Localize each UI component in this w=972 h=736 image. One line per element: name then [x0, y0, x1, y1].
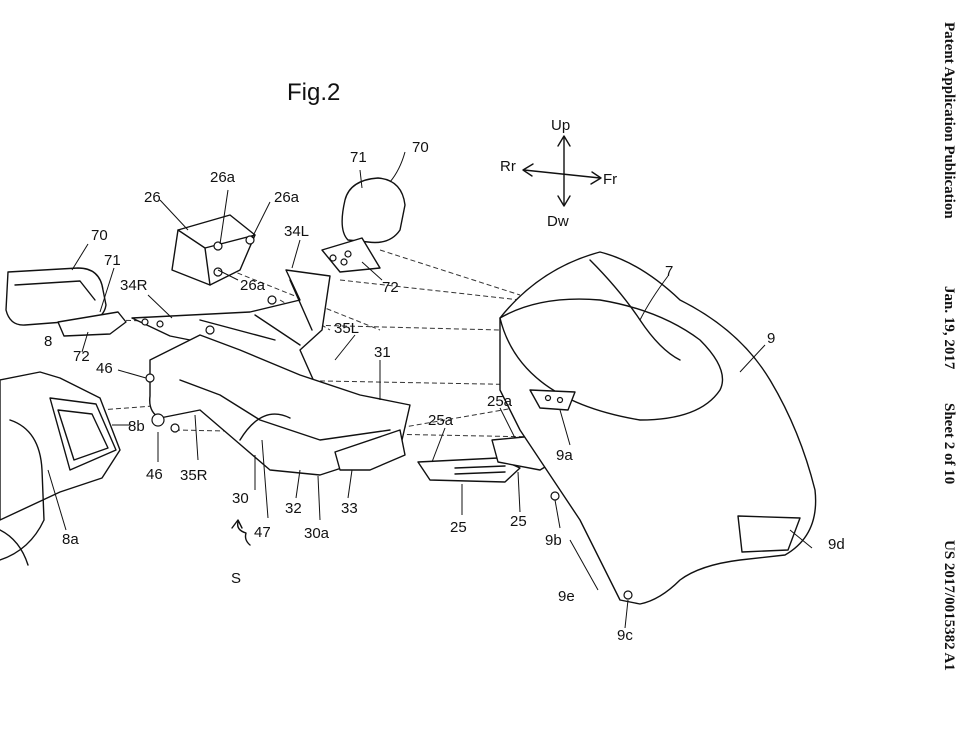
orientation-indicator: Up Dw Rr Fr	[500, 117, 617, 230]
ref-label-25-right: 25	[510, 513, 527, 530]
bracket-hole	[141, 318, 149, 326]
ref-label-72-right: 72	[382, 279, 399, 296]
ref-label-30a: 30a	[304, 525, 330, 542]
ref-label-S: S	[231, 570, 241, 587]
stay-hole	[329, 254, 337, 262]
ref-label-26a-bottom: 26a	[240, 277, 266, 294]
headlight-unit	[0, 371, 121, 566]
mount-hole	[170, 423, 180, 433]
section-s-arrow-icon	[231, 519, 251, 546]
ref-label-25a-right: 25a	[487, 393, 513, 410]
ref-label-26: 26	[144, 189, 161, 206]
cowl-opening-9d	[737, 515, 801, 553]
orientation-up-label: Up	[551, 117, 570, 134]
inner-cover	[145, 334, 411, 476]
ref-label-9e: 9e	[558, 588, 575, 605]
turn-signal-lower	[417, 457, 521, 483]
right-mirror-assembly	[321, 177, 406, 273]
left-mirror-stay	[57, 311, 127, 337]
rear-arrowhead-icon	[522, 163, 534, 177]
ref-label-70-left: 70	[91, 227, 108, 244]
bracket-hole	[156, 320, 164, 328]
ref-label-34L: 34L	[284, 223, 309, 240]
inner-cover-recess	[239, 413, 291, 441]
header-sheet: Sheet 2 of 10	[941, 403, 957, 484]
orientation-front-label: Fr	[603, 171, 617, 188]
bracket-hole	[556, 396, 564, 404]
headlight-lens	[49, 397, 117, 471]
figure-title: Fig.2	[287, 79, 340, 106]
cowl-hole-9b	[550, 491, 560, 501]
ref-label-26a-right: 26a	[274, 189, 300, 206]
front-arrowhead-icon	[590, 171, 602, 185]
headlight-housing-edge	[0, 419, 45, 561]
headlight-inner-lens	[57, 409, 109, 461]
headlight-lower-edge	[0, 529, 29, 566]
left-mirror-assembly	[5, 267, 127, 337]
ref-label-9d: 9d	[828, 536, 845, 553]
left-mirror-edge	[14, 280, 96, 301]
ref-label-35R: 35R	[180, 467, 208, 484]
inner-cover-opening	[334, 429, 406, 471]
header-publication: Patent Application Publication	[941, 22, 957, 219]
ref-label-46-bottom: 46	[146, 466, 163, 483]
mount-hole-46	[145, 373, 155, 383]
ref-label-25-left: 25	[450, 519, 467, 536]
ref-label-8: 8	[44, 333, 52, 350]
front-cowl-body	[499, 251, 817, 605]
mount-hole-46	[151, 413, 165, 427]
ref-label-46-top: 46	[96, 360, 113, 377]
meter-unit-edge	[177, 229, 256, 286]
windscreen-outline	[499, 298, 724, 421]
stay-bracket-ribs	[199, 279, 313, 346]
ref-label-25a-left: 25a	[428, 412, 454, 429]
horizontal-axis-arrow	[523, 169, 601, 179]
ref-label-9b: 9b	[545, 532, 562, 549]
header-number: US 2017/0015382 A1	[941, 540, 957, 671]
turn-signal-lens-ribs	[454, 465, 506, 475]
up-arrowhead-icon	[557, 135, 571, 147]
stay-hole	[340, 258, 348, 266]
inner-cover-body	[149, 334, 411, 476]
ref-label-33: 33	[341, 500, 358, 517]
orientation-rear-label: Rr	[500, 158, 516, 175]
ref-label-71-right: 71	[350, 149, 367, 166]
right-mirror-housing	[341, 177, 406, 244]
ref-label-70-right: 70	[412, 139, 429, 156]
meter-unit-body	[171, 214, 256, 286]
header-date: Jan. 19, 2017	[941, 286, 957, 370]
cowl-hole-9c	[623, 590, 633, 600]
ref-label-72-left: 72	[73, 348, 90, 365]
front-cowl	[499, 251, 817, 605]
ref-label-31: 31	[374, 344, 391, 361]
ref-label-35L: 35L	[334, 320, 359, 337]
ref-label-34R: 34R	[120, 277, 148, 294]
reference-leader-lines	[47, 151, 813, 629]
ref-label-7: 7	[665, 263, 673, 280]
ref-label-8a: 8a	[62, 531, 79, 548]
ref-label-26a-top: 26a	[210, 169, 236, 186]
meter-mount-hole	[213, 241, 223, 251]
down-arrowhead-icon	[557, 195, 571, 207]
meter-unit	[171, 214, 256, 286]
bracket-hole	[544, 394, 552, 402]
meter-mount-hole	[213, 267, 223, 277]
cowl-bracket-9a	[529, 389, 576, 411]
bracket-hole	[205, 325, 215, 335]
ref-label-9a: 9a	[556, 447, 573, 464]
ref-label-47: 47	[254, 524, 271, 541]
ref-label-30: 30	[232, 490, 249, 507]
ref-label-9: 9	[767, 330, 775, 347]
ref-label-32: 32	[285, 500, 302, 517]
ref-label-71-left: 71	[104, 252, 121, 269]
inner-cover-contour	[179, 379, 391, 441]
orientation-down-label: Dw	[547, 213, 569, 230]
ref-label-8b: 8b	[128, 418, 145, 435]
ref-label-9c: 9c	[617, 627, 633, 644]
stay-hole	[344, 250, 352, 258]
bracket-hole	[267, 295, 277, 305]
